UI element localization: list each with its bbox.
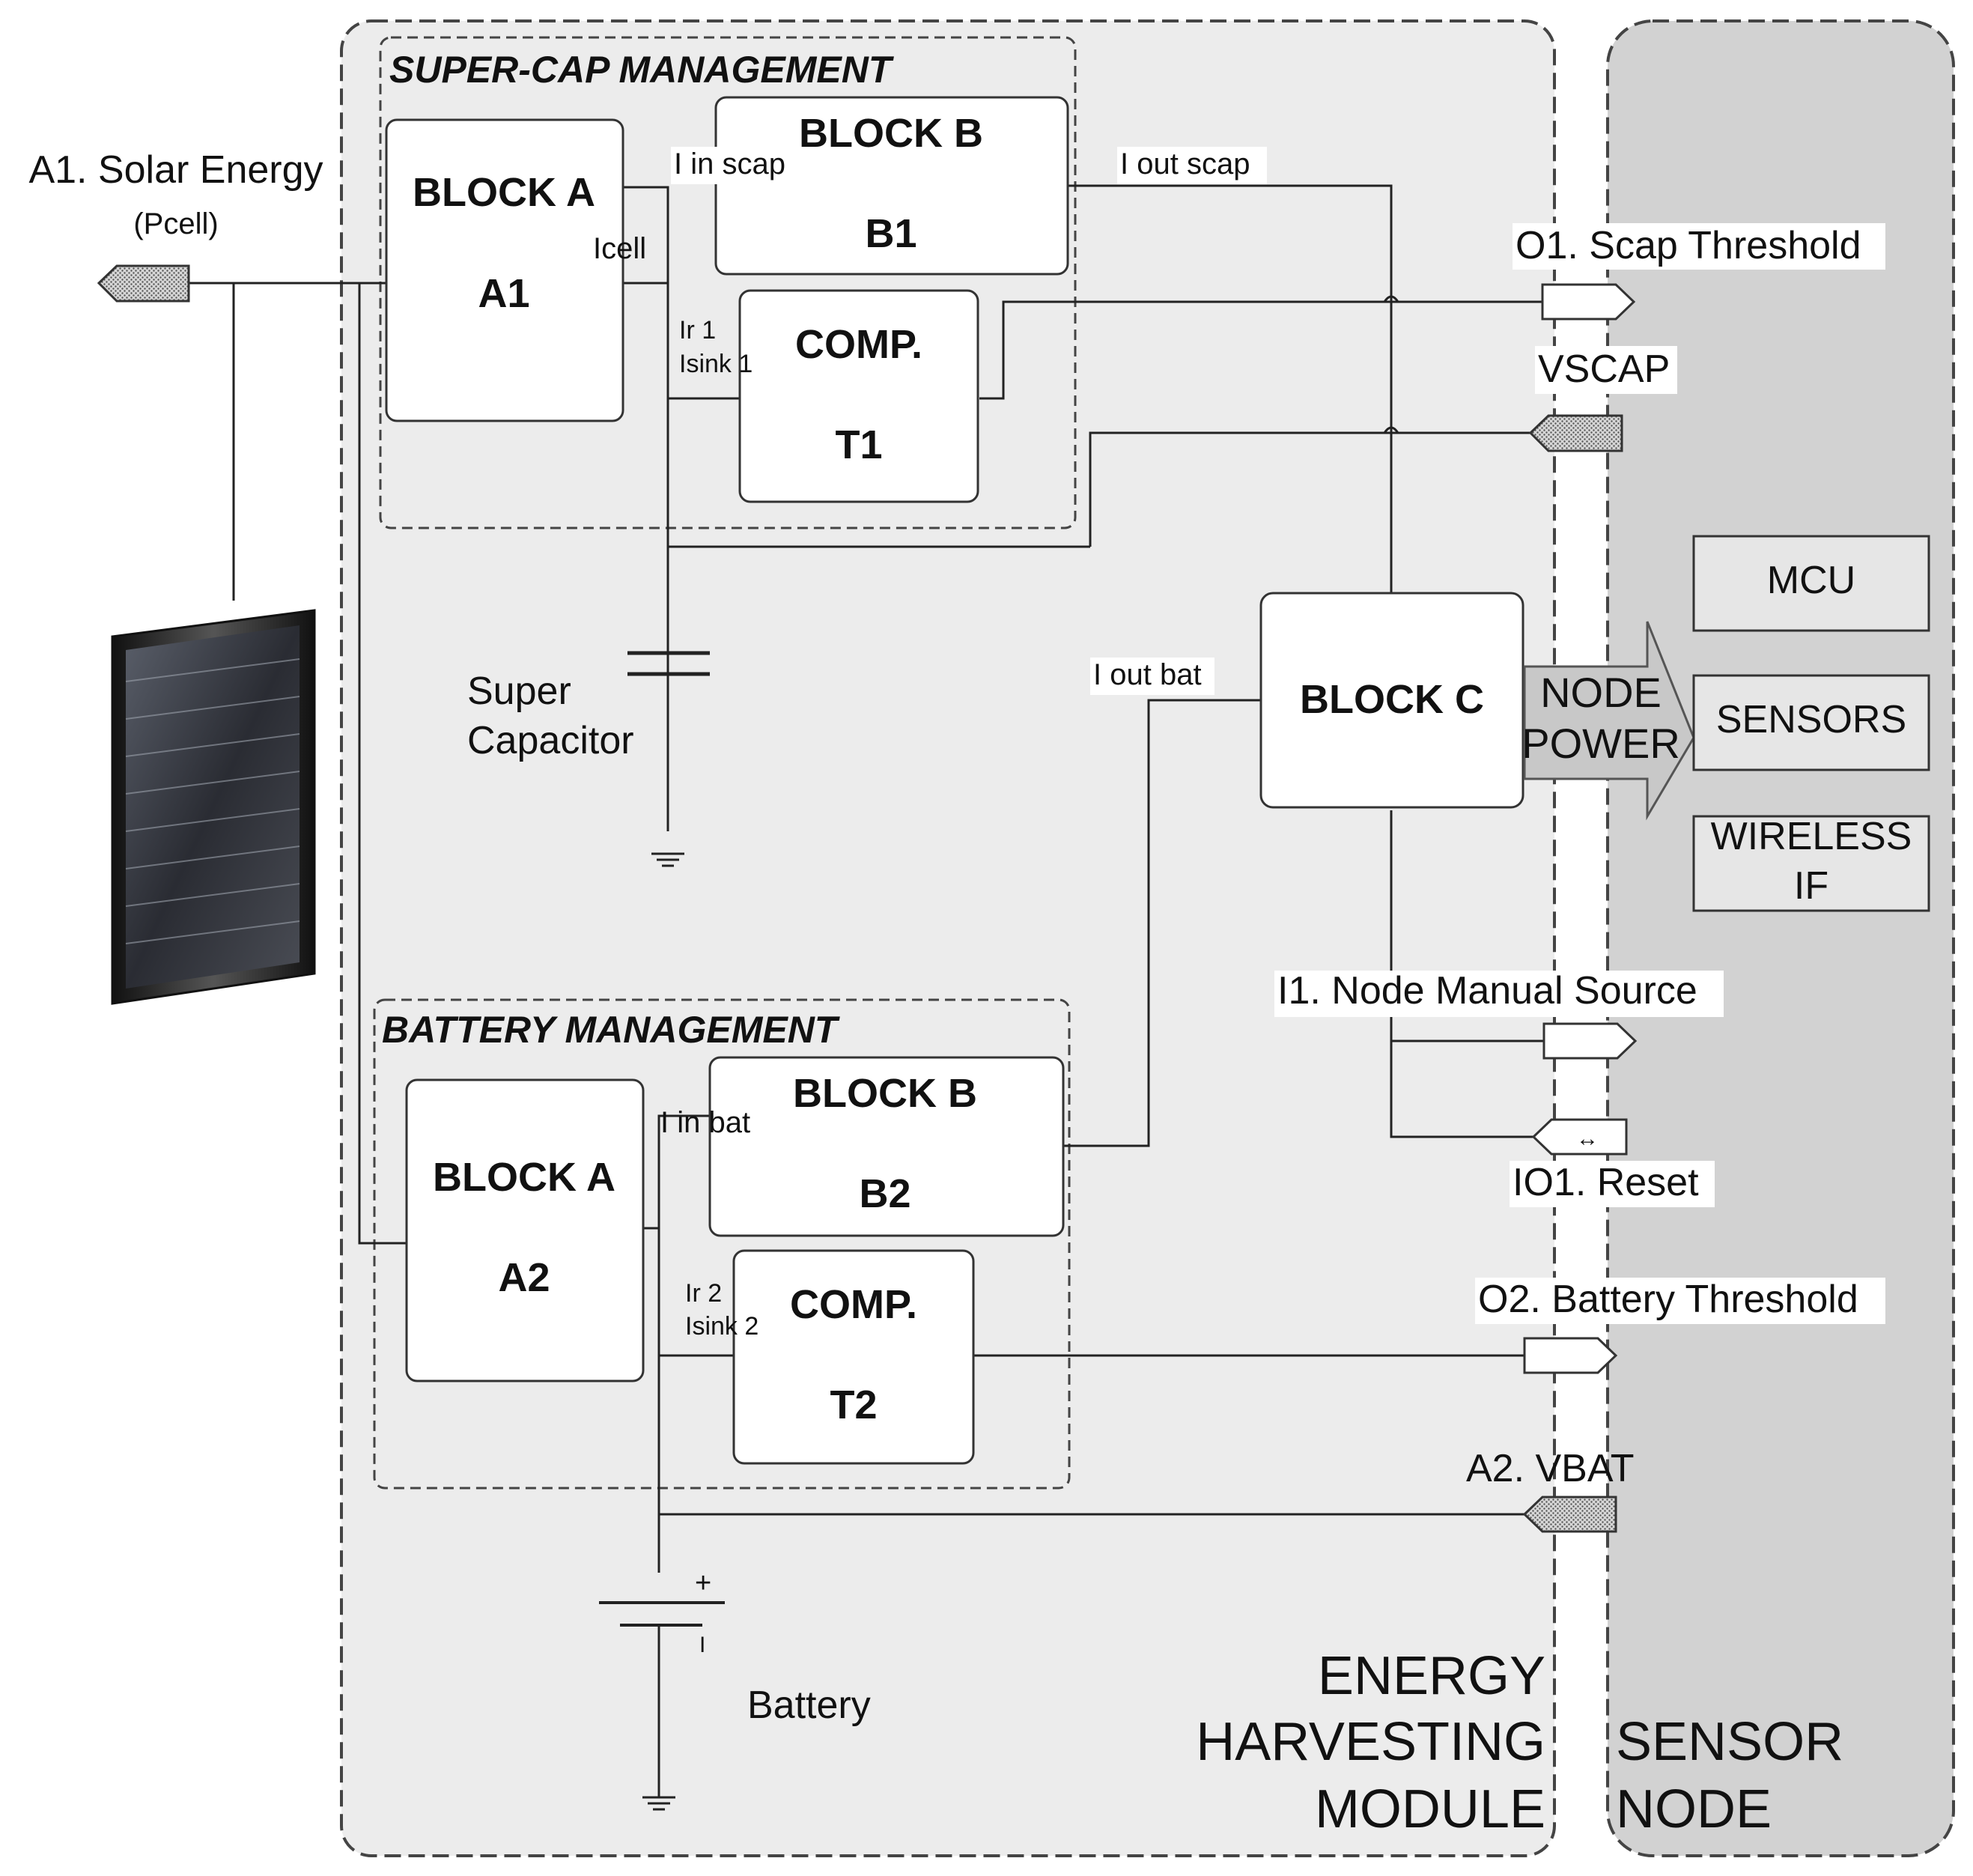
solar-input-label: A1. Solar Energy xyxy=(28,148,323,192)
block-b1-id: B1 xyxy=(865,211,916,256)
i-in-scap-label: I in scap xyxy=(674,148,785,180)
icell-label: Icell xyxy=(593,232,646,265)
mcu-box xyxy=(1692,535,1930,632)
block-c-title: BLOCK C xyxy=(1300,677,1484,722)
a2-vbat-label: A2. VBAT xyxy=(1466,1447,1634,1490)
module-title-line1: ENERGY xyxy=(1318,1646,1545,1706)
block-b2-title: BLOCK B xyxy=(793,1071,977,1116)
comparator-t1 xyxy=(738,289,979,503)
mcu-label: MCU xyxy=(1767,559,1855,602)
energy-harvesting-module-container xyxy=(340,19,1556,1857)
module-title-line2: HARVESTING xyxy=(1196,1712,1545,1772)
isink2-label: Isink 2 xyxy=(685,1312,759,1341)
ir1-label: Ir 1 xyxy=(679,316,716,344)
wireless-if-box xyxy=(1692,815,1930,912)
block-a2-title: BLOCK A xyxy=(433,1155,615,1200)
block-b2-id: B2 xyxy=(859,1171,911,1216)
i-in-bat-label: I in bat xyxy=(660,1106,750,1139)
block-a1 xyxy=(385,118,624,422)
comparator-t1-title: COMP. xyxy=(795,322,922,367)
sensors-label: SENSORS xyxy=(1716,698,1906,741)
i1-node-manual-source-label: I1. Node Manual Source xyxy=(1277,969,1697,1013)
wiring xyxy=(187,184,1544,1811)
block-a2 xyxy=(405,1078,645,1382)
comparator-t1-id: T1 xyxy=(835,422,882,467)
a2-vbat-port[interactable] xyxy=(1522,1496,1617,1533)
isink1-label: Isink 1 xyxy=(679,350,753,378)
ir2-label: Ir 2 xyxy=(685,1279,722,1308)
block-a1-id: A1 xyxy=(478,271,529,316)
node-power-arrow xyxy=(1523,621,1695,821)
io1-reset-arrow-icon: ↔ xyxy=(1576,1126,1599,1151)
battery-minus-sign: I xyxy=(699,1633,705,1657)
comparator-t2 xyxy=(732,1249,975,1465)
block-b1 xyxy=(714,96,1069,276)
o2-battery-threshold-port[interactable] xyxy=(1523,1337,1618,1374)
o1-scap-threshold-label: O1. Scap Threshold xyxy=(1516,224,1861,267)
sensor-node-title-line1: SENSOR xyxy=(1616,1712,1843,1772)
comparator-t2-title: COMP. xyxy=(790,1282,917,1327)
vscap-label: VSCAP xyxy=(1538,347,1670,391)
battery-management-title: BATTERY MANAGEMENT xyxy=(382,1009,841,1051)
sensor-node-container xyxy=(1606,19,1955,1857)
block-c xyxy=(1259,592,1524,809)
battery-label: Battery xyxy=(747,1684,871,1727)
solar-input-sublabel: (Pcell) xyxy=(133,207,218,240)
supercapacitor-label-line1: Super xyxy=(467,670,571,713)
supercapacitor-label-line2: Capacitor xyxy=(467,719,634,762)
i-out-scap-label: I out scap xyxy=(1120,148,1250,180)
i-out-bat-label: I out bat xyxy=(1093,658,1202,691)
wireless-if-label-line1: WIRELESS xyxy=(1711,815,1912,858)
battery-plus-sign: + xyxy=(695,1567,711,1599)
i1-node-manual-source-port[interactable] xyxy=(1542,1022,1638,1060)
vscap-port[interactable] xyxy=(1528,414,1623,452)
sensors-box xyxy=(1692,674,1930,771)
wireless-if-label-line2: IF xyxy=(1794,864,1828,908)
o1-scap-threshold-port[interactable] xyxy=(1541,283,1636,321)
solar-input-port[interactable] xyxy=(97,264,190,303)
node-power-label-line1: NODE xyxy=(1540,669,1662,716)
o2-battery-threshold-label: O2. Battery Threshold xyxy=(1478,1278,1858,1321)
io1-reset-port[interactable] xyxy=(1531,1118,1628,1156)
block-a2-id: A2 xyxy=(498,1255,550,1300)
block-a1-title: BLOCK A xyxy=(413,170,595,215)
comparator-t2-id: T2 xyxy=(830,1382,877,1427)
node-power-label-line2: POWER xyxy=(1521,720,1680,767)
block-b1-title: BLOCK B xyxy=(799,111,983,156)
module-title-line3: MODULE xyxy=(1315,1779,1545,1839)
block-b2 xyxy=(708,1056,1065,1237)
sensor-node-title-line2: NODE xyxy=(1616,1779,1772,1839)
io1-reset-label: IO1. Reset xyxy=(1513,1161,1699,1204)
solar-panel-image xyxy=(111,609,316,1005)
supercap-management-title: SUPER-CAP MANAGEMENT xyxy=(389,49,895,91)
